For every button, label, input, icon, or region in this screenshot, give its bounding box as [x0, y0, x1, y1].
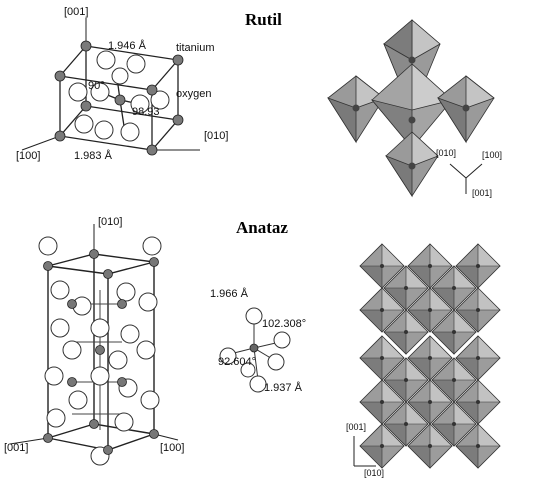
rutile-angle-9893: 98.93: [132, 106, 160, 118]
anatase-axis-100: [100]: [160, 442, 185, 454]
anatase-octa-axis-010: [010]: [364, 468, 385, 478]
rutile-angle-90: 90°: [88, 80, 105, 92]
anatase-axis-010: [010]: [98, 216, 123, 228]
anatase-octahedra-drawing: [353, 243, 501, 469]
anatase-title: Anataz: [236, 218, 288, 237]
rutile-unit-cell: [001] 1.946 Å titanium 90° oxygen 98.93 …: [0, 0, 250, 180]
anatase-angle-92: 92.604°: [218, 356, 257, 368]
rutile-cell-drawing: [21, 18, 200, 156]
anatase-angle-102: 102.308°: [262, 318, 307, 330]
anatase-axis-001: [001]: [4, 442, 29, 454]
anatase-detail-drawing: [219, 307, 291, 393]
rutile-octahedra-view: [010] [100] [001]: [320, 0, 542, 205]
rutile-octa-axis-010: [010]: [436, 148, 457, 158]
rutile-bond-1946: 1.946 Å: [108, 40, 146, 52]
anatase-bond-1966: 1.966 Å: [210, 288, 248, 300]
rutile-bond-1983: 1.983 Å: [74, 150, 112, 162]
rutile-axis-001: [001]: [64, 6, 89, 18]
rutile-axis-010: [010]: [204, 130, 229, 142]
anatase-octa-axis-001: [001]: [346, 422, 367, 432]
rutile-octa-axis-001: [001]: [472, 188, 493, 198]
rutile-oxygen-label: oxygen: [176, 88, 212, 100]
anatase-octahedron-detail: 1.966 Å 102.308° 92.604° 1.937 Å: [200, 280, 330, 410]
octahedra-grid: [359, 243, 501, 469]
anatase-bond-1937: 1.937 Å: [264, 382, 302, 394]
rutile-octahedra-drawing: [327, 19, 495, 198]
rutile-axis-100: [100]: [16, 150, 41, 162]
rutile-title: Rutil: [245, 10, 282, 29]
anatase-octahedra-view: [001] [010]: [340, 240, 542, 492]
anatase-unit-cell: [010] [001] [100]: [0, 210, 200, 492]
rutile-titanium-label: titanium: [176, 42, 215, 54]
rutile-octa-axis-100: [100]: [482, 150, 503, 160]
anatase-cell-drawing: [9, 224, 179, 466]
